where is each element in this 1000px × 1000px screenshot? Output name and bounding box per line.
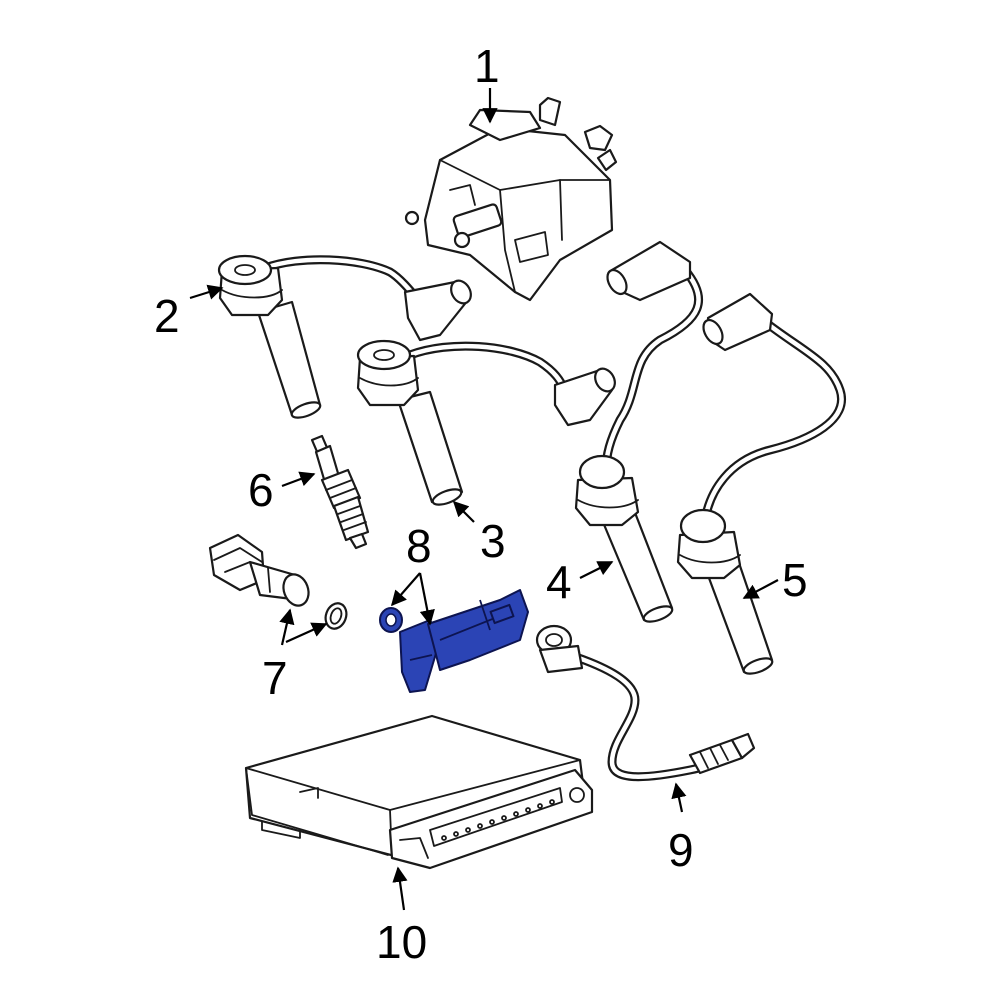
engine-control-module[interactable] (244, 714, 594, 870)
callout-6: 6 (248, 464, 274, 516)
callout-leaders (189, 88, 779, 911)
crankshaft-sensor-o-ring[interactable] (322, 600, 350, 631)
callout-8: 8 (406, 520, 432, 572)
callout-1: 1 (474, 40, 500, 92)
ignition-coil-wire-5[interactable] (676, 292, 847, 677)
leader-10 (392, 866, 408, 911)
camshaft-sensor-o-ring[interactable] (379, 607, 403, 633)
crankshaft-position-sensor[interactable] (208, 533, 313, 609)
ignition-coil-wire-3[interactable] (356, 339, 619, 508)
leader-6 (281, 471, 316, 488)
leader-5 (742, 579, 779, 599)
callout-4: 4 (546, 556, 572, 608)
ignition-coil-pack[interactable] (404, 96, 618, 302)
leader-8a (390, 572, 421, 607)
leader-2 (189, 284, 224, 300)
callout-9: 9 (668, 824, 694, 876)
knock-sensor[interactable] (535, 624, 756, 782)
leader-7a (279, 608, 295, 646)
spark-plug[interactable] (310, 434, 370, 550)
camshaft-position-sensor[interactable] (399, 589, 529, 693)
ignition-coil-wire-4[interactable] (574, 240, 704, 625)
callout-5: 5 (782, 554, 808, 606)
leader-9 (671, 782, 687, 813)
ignition-coil-wire-2[interactable] (217, 254, 475, 421)
leader-3 (452, 500, 475, 523)
leader-7b (285, 622, 328, 644)
callout-7: 7 (262, 652, 288, 704)
leader-4 (579, 561, 614, 579)
callout-2: 2 (154, 290, 180, 342)
leader-8b (418, 572, 435, 626)
callout-labels: 1 2 3 4 5 6 7 8 9 10 (154, 40, 808, 968)
callout-10: 10 (376, 916, 427, 968)
callout-3: 3 (480, 515, 506, 567)
